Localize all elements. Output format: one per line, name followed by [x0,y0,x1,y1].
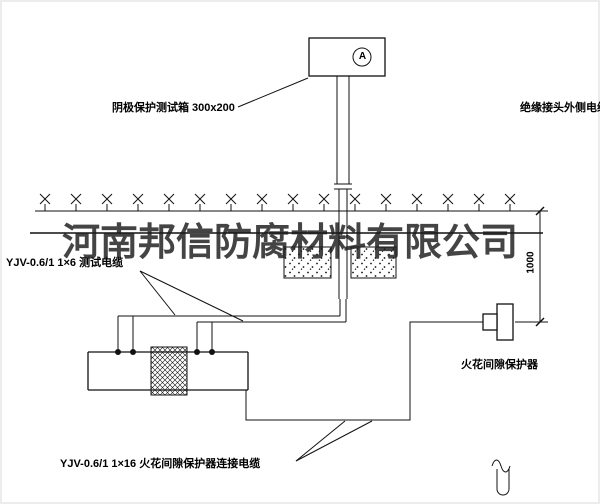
leader-lines [139,77,373,462]
ammeter-letter: A [358,51,367,62]
dimension-1000-line [515,206,548,327]
dimension-1000-text: 1000 [525,251,537,274]
concrete-block-right [350,246,397,279]
ground-line [35,193,548,212]
insulated-joint-cable-label: 绝缘接头外侧电缆 [520,102,600,114]
cable-weld-points [115,349,215,355]
protector-cable [245,321,483,421]
test-box-label: 阴极保护测试箱 300x200 [112,102,235,114]
pipe-break-symbol [491,459,511,496]
ammeter-circle [352,47,372,67]
test-cables [117,299,347,352]
test-cable-label: YJV-0.6/1 1×6 测试电缆 [6,257,124,269]
company-watermark: 河南邦信防腐材料有限公司 [62,222,519,264]
concrete-block-left [283,246,332,279]
spark-gap-protector-label: 火花间隙保护器 [461,359,538,371]
insulating-joint-flange [150,346,188,396]
protector-cable-label: YJV-0.6/1 1×16 火花间隙保护器连接电缆 [60,458,261,470]
test-box [308,37,386,77]
spark-gap-protector [482,303,514,341]
conduit-riser [334,76,352,299]
